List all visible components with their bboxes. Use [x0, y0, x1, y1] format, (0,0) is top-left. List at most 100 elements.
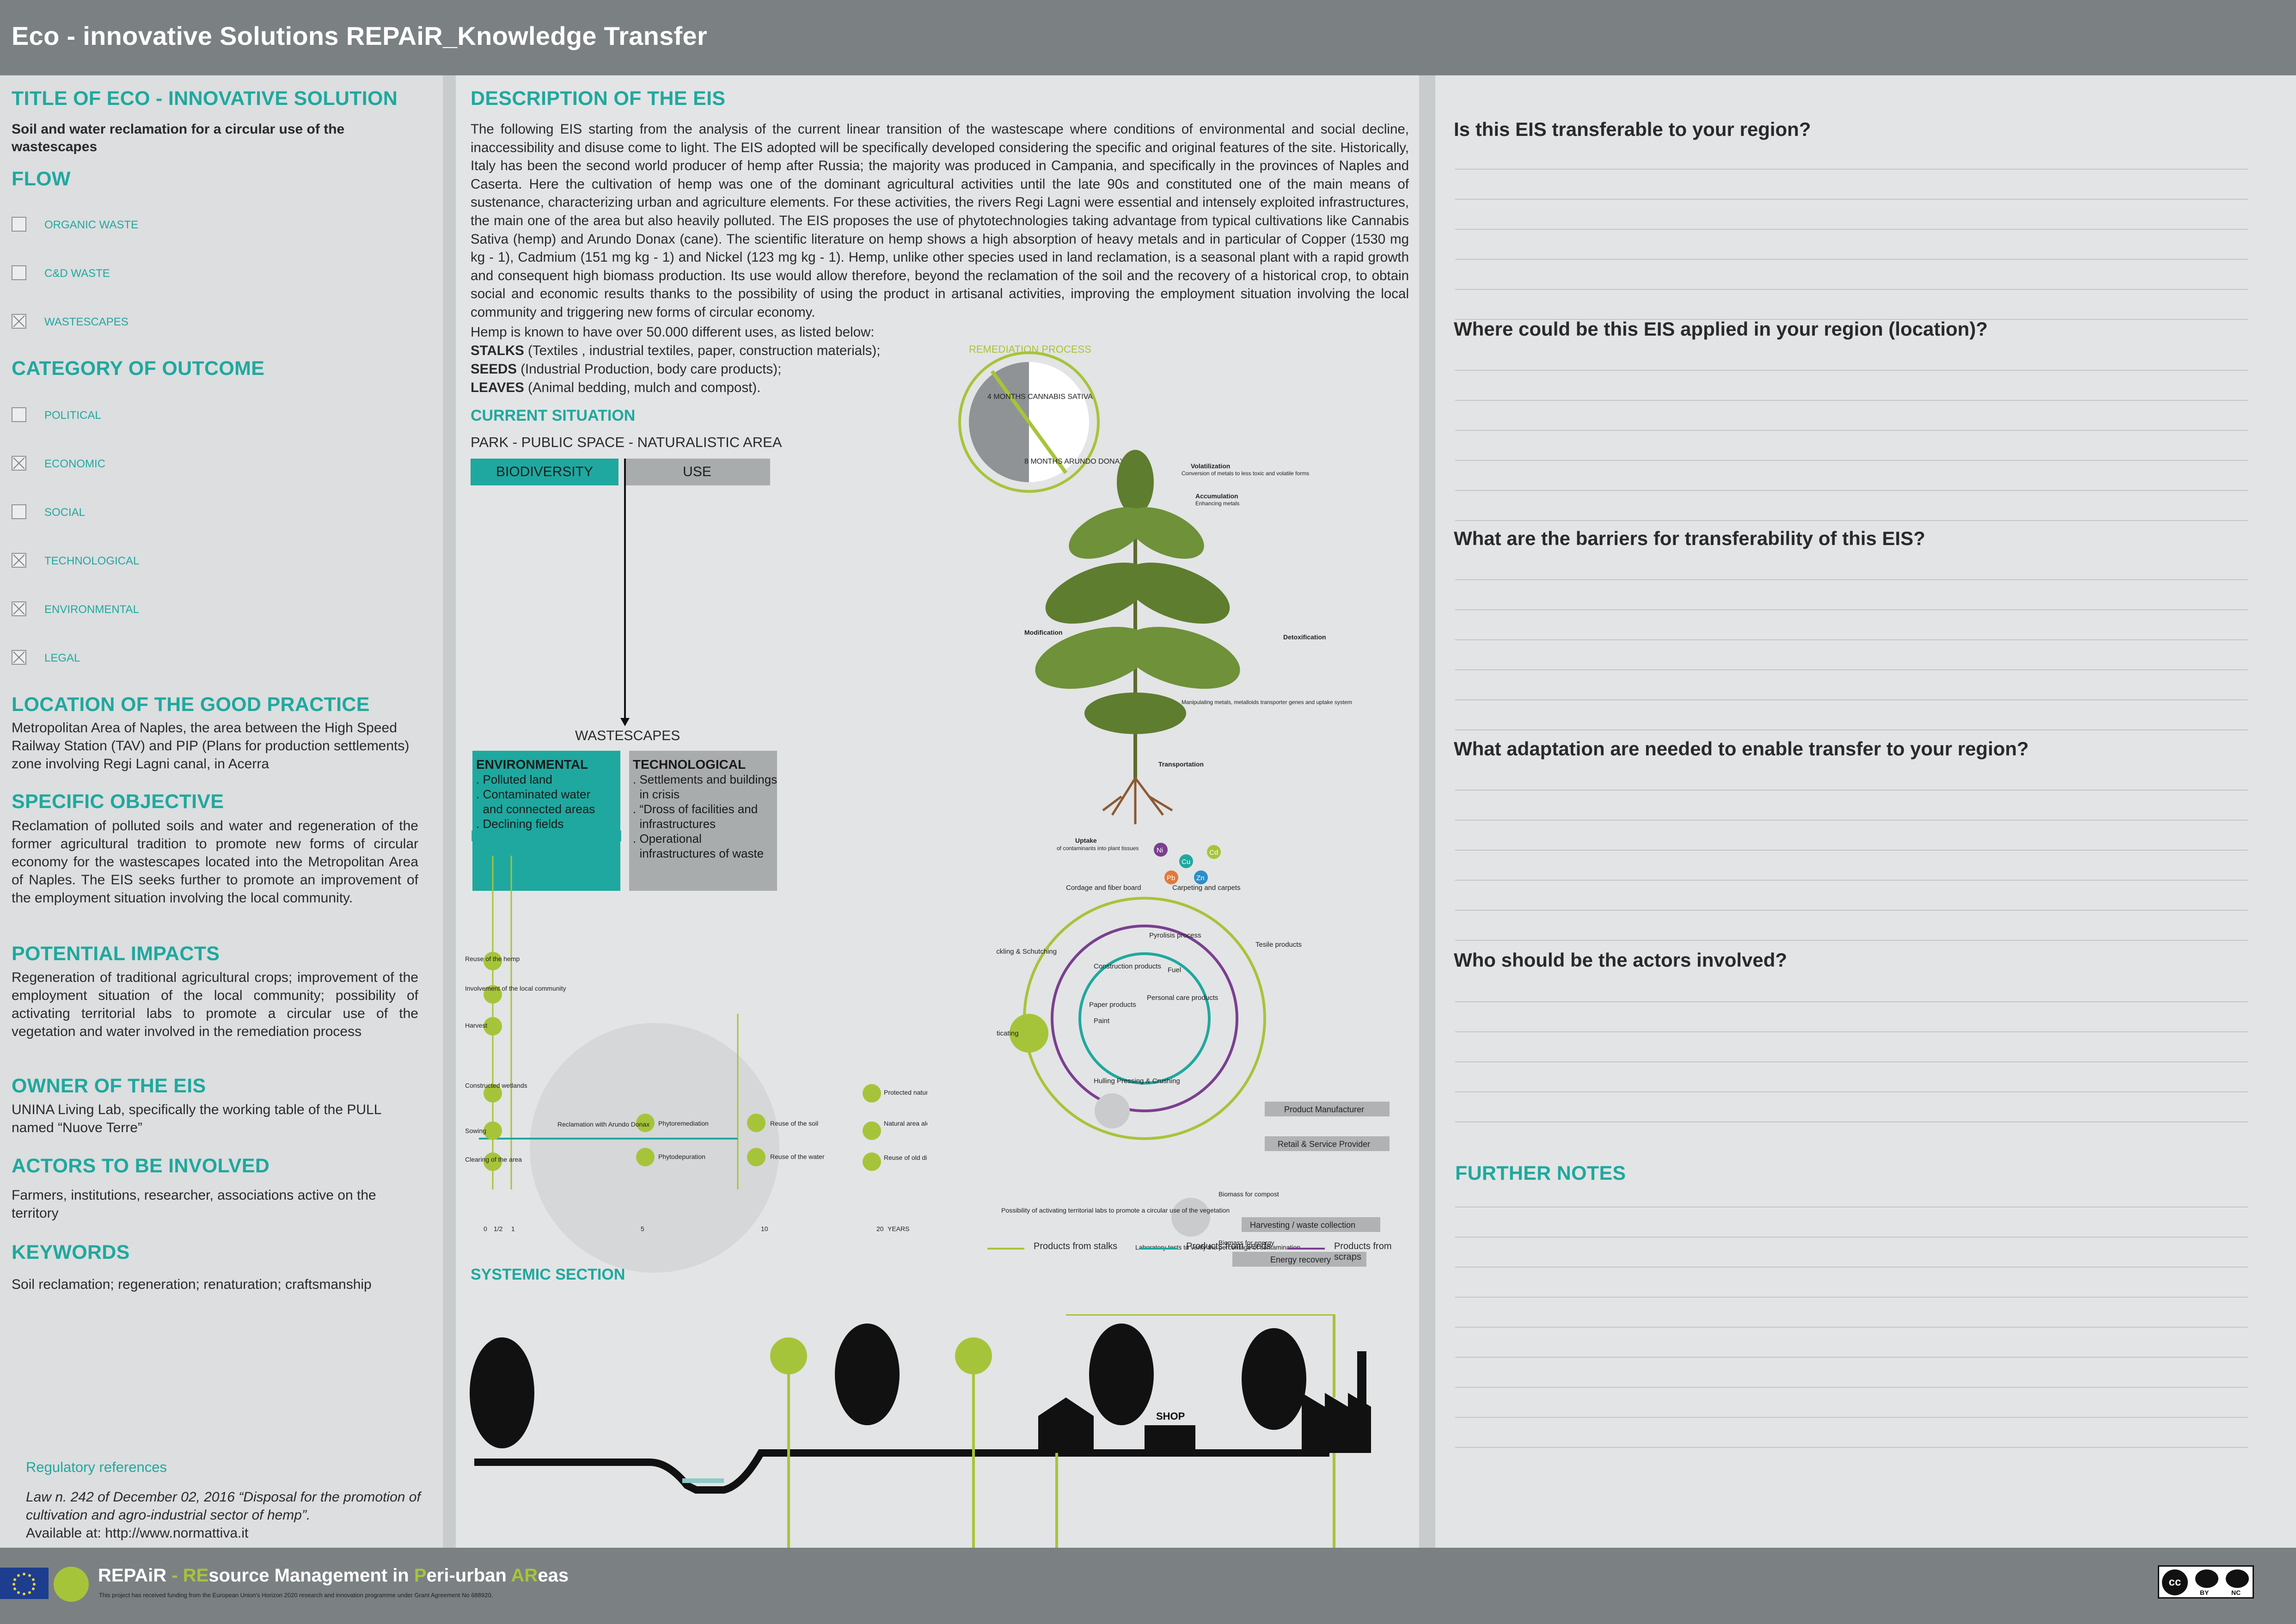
answer-line[interactable]	[1455, 259, 2248, 260]
answer-line[interactable]	[1455, 169, 2248, 170]
impacts-heading: POTENTIAL IMPACTS	[12, 943, 220, 965]
answer-line[interactable]	[1455, 1387, 2248, 1388]
header-bar: Eco - innovative Solutions REPAiR_Knowle…	[0, 0, 2296, 75]
answer-line[interactable]	[1455, 1237, 2248, 1238]
metal-cu-label: Cu	[1182, 858, 1190, 866]
cat-checkbox-technological[interactable]	[12, 553, 26, 568]
decorticating-icon	[1010, 1014, 1048, 1053]
answer-line[interactable]	[1455, 490, 2248, 491]
answer-line[interactable]	[1455, 1091, 2248, 1092]
answer-line[interactable]	[1455, 1121, 2248, 1122]
tab-use[interactable]: USE	[624, 459, 770, 485]
cat-checkbox-environmental[interactable]	[12, 601, 26, 616]
answer-line[interactable]	[1455, 910, 2248, 911]
answer-line[interactable]	[1455, 1417, 2248, 1418]
label-volatilization-sub: Conversion of metals to less toxic and v…	[1182, 470, 1309, 477]
actors-text: Farmers, institutions, researcher, assoc…	[12, 1188, 376, 1221]
tech-item-5: . Operational	[633, 832, 702, 846]
footer-bar: REPAiR - REsource Management in Peri-urb…	[0, 1548, 2296, 1624]
cc-license-badge[interactable]: cc BY NC	[2158, 1565, 2254, 1599]
tl-involvement: Involvement of the local community	[465, 985, 566, 992]
by-label: BY	[2200, 1589, 2209, 1596]
cat-checkbox-political[interactable]	[12, 407, 26, 422]
answer-line[interactable]	[1455, 199, 2248, 200]
regulatory-line2: Available at: http://www.normattiva.it	[26, 1526, 249, 1541]
tab-biodiversity[interactable]: BIODIVERSITY	[471, 459, 618, 485]
answer-line[interactable]	[1455, 880, 2248, 881]
answer-line[interactable]	[1455, 1447, 2248, 1448]
env-box-title: ENVIRONMENTAL	[476, 757, 588, 772]
answer-line[interactable]	[1455, 1357, 2248, 1358]
metal-cu-icon	[1179, 854, 1193, 868]
answer-line[interactable]	[1455, 790, 2248, 791]
answer-line[interactable]	[1455, 1327, 2248, 1328]
question-4: What adaptation are needed to enable tra…	[1454, 738, 2029, 760]
hemp-plant-icon	[1035, 450, 1240, 824]
answer-line[interactable]	[1455, 850, 2248, 851]
node-biomass-compost: Biomass for compost	[1218, 1190, 1279, 1198]
answer-line[interactable]	[1455, 289, 2248, 290]
answer-line[interactable]	[1455, 579, 2248, 580]
legend-seeds: Products from seeds	[1186, 1241, 1271, 1251]
answer-line[interactable]	[1455, 460, 2248, 461]
cycle-scraps-ring	[1051, 925, 1238, 1112]
tick-half: 1/2	[494, 1225, 503, 1232]
answer-line[interactable]	[1455, 729, 2248, 730]
tick-years: YEARS	[888, 1225, 909, 1232]
tech-item-3: . “Dross of facilities and	[633, 802, 758, 816]
flow-checkbox-cd[interactable]	[12, 265, 26, 280]
objective-text: Reclamation of polluted soils and water …	[12, 818, 418, 906]
flow-checkbox-wastescapes[interactable]	[12, 314, 26, 329]
shop-label: SHOP	[1156, 1410, 1185, 1422]
answer-line[interactable]	[1455, 319, 2248, 320]
cat-checkbox-legal[interactable]	[12, 650, 26, 665]
node-fuel: Fuel	[1168, 966, 1181, 974]
description-text: The following EIS starting from the anal…	[471, 122, 1409, 320]
keywords-text: Soil reclamation; regeneration; renatura…	[12, 1277, 372, 1292]
tl-reuse-hemp: Reuse of the hemp	[465, 955, 520, 962]
answer-line[interactable]	[1455, 1061, 2248, 1062]
answer-line[interactable]	[1455, 1001, 2248, 1002]
legend-scraps-swatch	[1288, 1248, 1325, 1250]
answer-line[interactable]	[1455, 669, 2248, 670]
box-harvesting-label: Harvesting / waste collection	[1250, 1220, 1355, 1230]
tech-box: TECHNOLOGICAL . Settlements and building…	[629, 751, 777, 891]
answer-line[interactable]	[1455, 639, 2248, 640]
answer-line[interactable]	[1455, 699, 2248, 700]
tech-box-title: TECHNOLOGICAL	[633, 757, 746, 772]
cat-label-economic: ECONOMIC	[44, 458, 105, 470]
phytoremediation-icon	[636, 1114, 655, 1132]
node-cordage: Cordage and fiber board	[1066, 884, 1141, 892]
location-heading: LOCATION OF THE GOOD PRACTICE	[12, 693, 370, 716]
answer-line[interactable]	[1455, 940, 2248, 941]
footer-brand: REPAiR - REsource Management in Peri-urb…	[98, 1565, 569, 1586]
answer-line[interactable]	[1455, 1267, 2248, 1268]
flow-checkbox-organic[interactable]	[12, 217, 26, 232]
answer-line[interactable]	[1455, 1297, 2248, 1298]
answer-line[interactable]	[1455, 370, 2248, 371]
cc-icon: cc	[2162, 1569, 2188, 1595]
tm-phytodepuration: Phytodepuration	[658, 1153, 705, 1160]
timeline-bg-circle	[530, 1023, 779, 1273]
metal-zn-label: Zn	[1196, 874, 1205, 882]
tm-reuse-soil: Reuse of the soil	[770, 1120, 818, 1127]
answer-line[interactable]	[1455, 609, 2248, 610]
answer-line[interactable]	[1455, 520, 2248, 521]
flow-path-2	[955, 1374, 975, 1577]
remediation-cycle-half-b	[1029, 362, 1089, 482]
chimney-icon	[1357, 1351, 1366, 1407]
metal-pb-icon	[1164, 870, 1178, 884]
answer-line[interactable]	[1455, 400, 2248, 401]
flow-label-organic: ORGANIC WASTE	[44, 219, 139, 231]
question-3: What are the barriers for transferabilit…	[1454, 527, 1925, 549]
cat-checkbox-economic[interactable]	[12, 456, 26, 471]
house-icon	[1038, 1397, 1094, 1453]
brand-source: source Management in	[208, 1565, 414, 1586]
community-icon	[484, 985, 502, 1004]
cat-checkbox-social[interactable]	[12, 504, 26, 519]
answer-line[interactable]	[1455, 820, 2248, 821]
answer-line[interactable]	[1455, 229, 2248, 230]
metal-ni-icon	[1154, 843, 1168, 857]
answer-line[interactable]	[1455, 430, 2248, 431]
answer-line[interactable]	[1455, 1031, 2248, 1032]
